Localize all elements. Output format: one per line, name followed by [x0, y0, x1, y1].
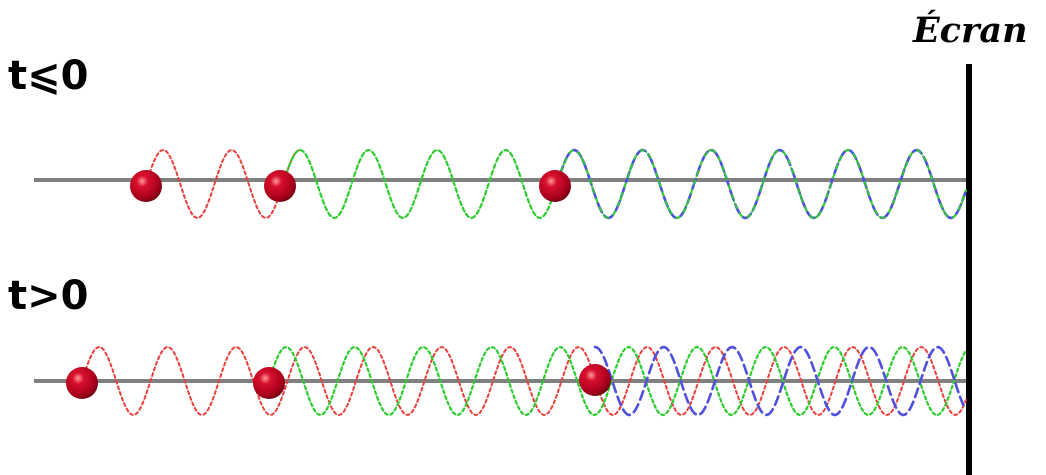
- particles-after: [66, 364, 611, 399]
- screen-label: Écran: [912, 9, 1028, 51]
- wave-blue-before: [553, 148, 967, 220]
- wave-green-overlay-before: [554, 149, 966, 219]
- wave-blue-after: [593, 345, 967, 417]
- particle-2-before: [264, 170, 296, 202]
- time-label-after: t>0: [8, 273, 88, 319]
- particle-1-before: [130, 170, 162, 202]
- waves-before: [145, 148, 968, 220]
- wave-green-before: [278, 148, 968, 220]
- particle-3-after: [579, 364, 611, 396]
- particles-before: [130, 170, 571, 202]
- time-label-before: t⩽0: [8, 53, 88, 99]
- wave-red-after: [81, 345, 967, 417]
- particle-2-after: [253, 367, 285, 399]
- waves-after: [81, 345, 967, 417]
- particle-1-after: [66, 367, 98, 399]
- particle-3-before: [539, 170, 571, 202]
- wave-red-before: [145, 148, 301, 220]
- wave-green-after: [267, 345, 967, 417]
